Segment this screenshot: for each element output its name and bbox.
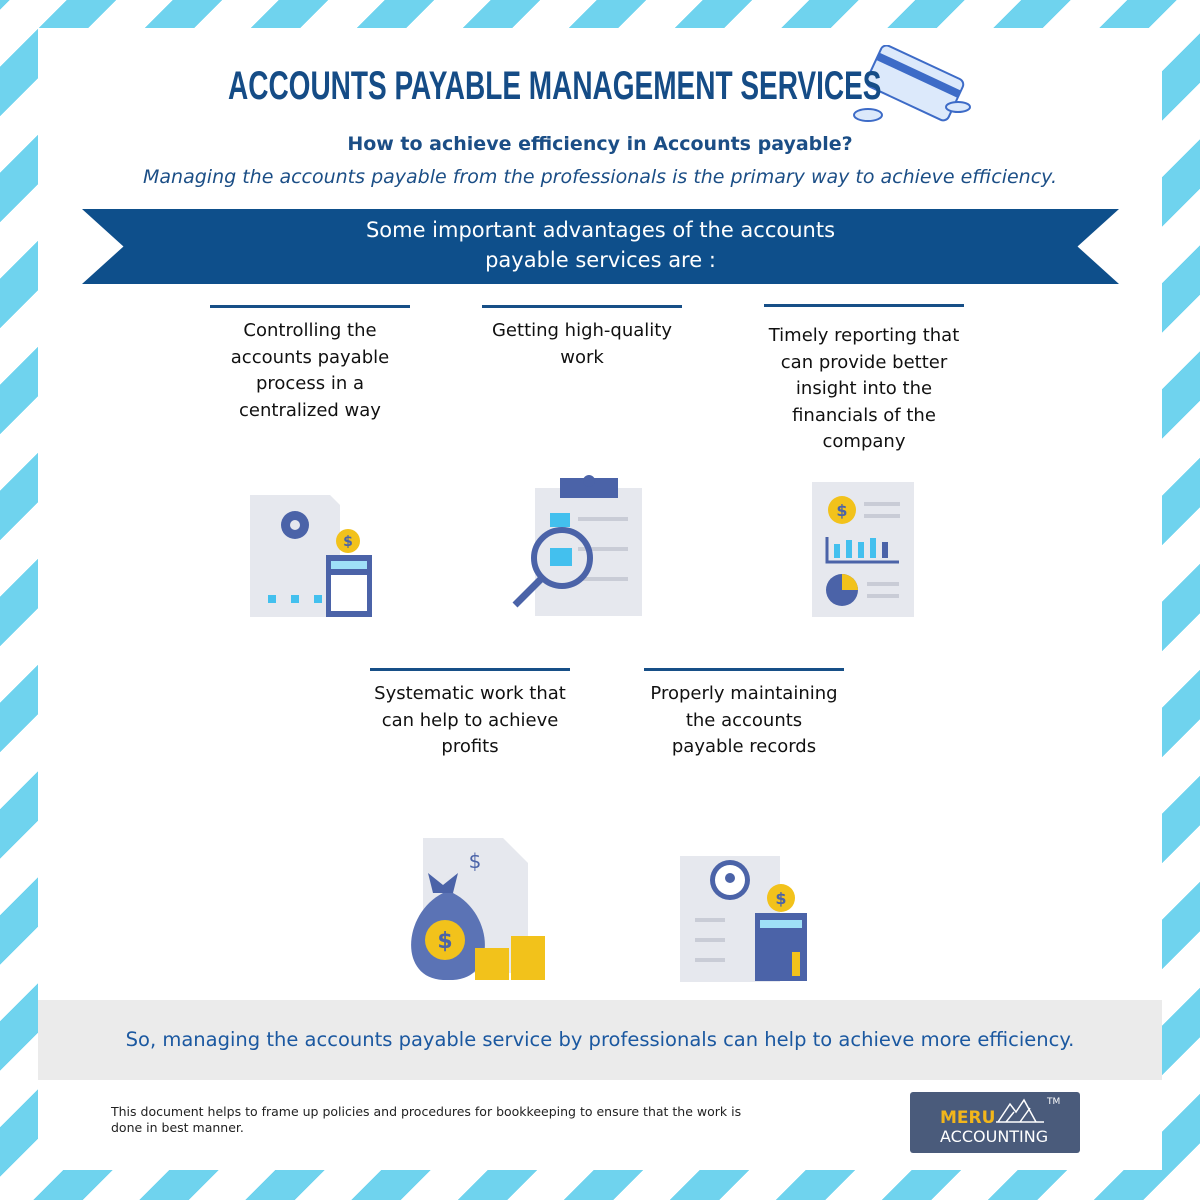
clipboard-magnifier-icon <box>512 475 642 616</box>
svg-text:$: $ <box>343 534 353 550</box>
money-cards-icon <box>853 45 971 122</box>
banner-line-2: payable services are : <box>485 248 716 272</box>
footer-note: This document helps to frame up policies… <box>111 1104 742 1135</box>
svg-text:$: $ <box>469 849 482 873</box>
svg-text:$: $ <box>836 501 847 520</box>
title-container: ACCOUNTS PAYABLE MANAGEMENT SERVICES <box>228 64 881 114</box>
advantage-text: Properly maintaining the accounts payabl… <box>650 683 838 757</box>
item-divider <box>370 668 570 671</box>
financial-report-icon: $ <box>812 482 914 617</box>
money-bag-icon: $ $ <box>411 838 545 980</box>
advantage-text: Getting high-quality work <box>491 320 672 368</box>
advantage-item: Properly maintaining the accounts payabl… <box>624 668 864 761</box>
item-divider <box>210 305 410 308</box>
advantage-item: Systematic work that can help to achieve… <box>350 668 590 761</box>
advantage-item: Timely reporting that can provide better… <box>744 304 984 456</box>
item-divider <box>482 305 682 308</box>
records-calculator-icon: $ <box>680 856 807 982</box>
process-calculator-icon: $ <box>250 495 372 617</box>
item-divider <box>764 304 964 307</box>
item-divider <box>644 668 844 671</box>
advantage-text: Systematic work that can help to achieve… <box>374 683 566 757</box>
advantage-item: Getting high-quality work <box>462 305 702 371</box>
advantage-text: Controlling the accounts payable process… <box>230 320 390 421</box>
banner-line-1: Some important advantages of the account… <box>365 218 836 242</box>
svg-text:$: $ <box>775 889 786 908</box>
mountain-icon <box>996 1098 1044 1123</box>
tagline: Managing the accounts payable from the p… <box>143 166 1057 188</box>
question-subtitle: How to achieve efficiency in Accounts pa… <box>347 133 853 155</box>
logo-line-1: MERU <box>940 1108 996 1128</box>
page-title: ACCOUNTS PAYABLE MANAGEMENT SERVICES <box>228 64 882 108</box>
advantage-text: Timely reporting that can provide better… <box>768 325 960 452</box>
svg-text:$: $ <box>437 929 452 954</box>
logo-line-2: ACCOUNTING <box>940 1127 1049 1146</box>
advantages-banner: Some important advantages of the account… <box>82 209 1119 284</box>
conclusion-band: So, managing the accounts payable servic… <box>38 1000 1162 1080</box>
logo-tm: TM <box>1047 1097 1061 1107</box>
advantage-item: Controlling the accounts payable process… <box>190 305 430 424</box>
meru-accounting-logo: MERU TM ACCOUNTING <box>910 1092 1080 1153</box>
